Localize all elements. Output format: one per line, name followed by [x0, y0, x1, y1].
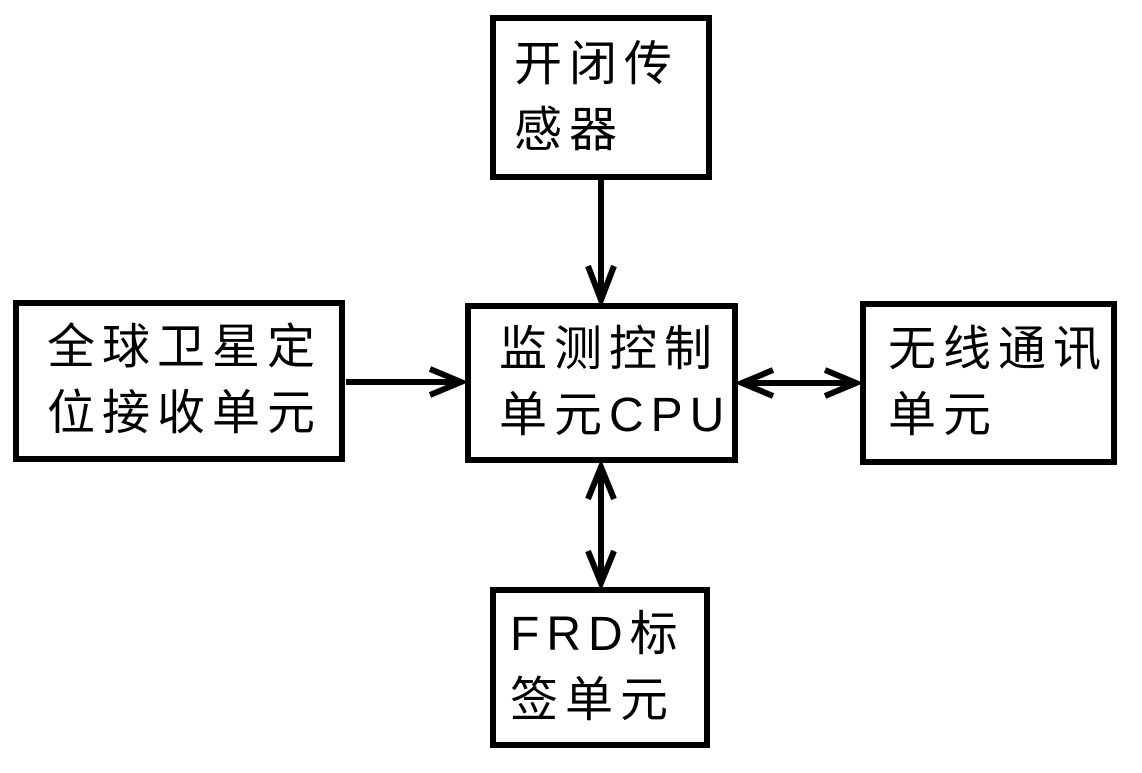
node-monitor-control-cpu: 监测控制 单元CPU	[465, 303, 738, 463]
node-gps-receiver-unit-line2: 位接收单元	[47, 387, 323, 440]
node-open-close-sensor-line2: 感器	[514, 103, 625, 157]
node-frd-tag-unit-line2: 签单元	[510, 673, 676, 727]
node-frd-tag-unit: FRD标 签单元	[490, 587, 710, 748]
node-wireless-comm-unit-line1: 无线通讯	[888, 323, 1109, 376]
node-wireless-comm-unit: 无线通讯 单元	[860, 301, 1117, 465]
node-monitor-control-cpu-line2: 单元CPU	[499, 389, 732, 442]
edge-gps-to-cpu-arrow	[346, 366, 469, 398]
edge-cpu-wireless-double-arrow	[734, 367, 864, 399]
node-monitor-control-cpu-line1: 监测控制	[499, 323, 720, 376]
edge-sensor-to-cpu-arrow	[585, 180, 617, 309]
node-open-close-sensor: 开闭传 感器	[490, 15, 712, 180]
edge-cpu-frd-double-arrow	[585, 459, 617, 591]
node-frd-tag-unit-line1: FRD标	[510, 607, 685, 661]
node-gps-receiver-unit: 全球卫星定 位接收单元	[13, 300, 345, 462]
node-open-close-sensor-line1: 开闭传	[514, 37, 680, 91]
node-wireless-comm-unit-line2: 单元	[888, 389, 999, 442]
node-gps-receiver-unit-line1: 全球卫星定	[47, 321, 323, 374]
